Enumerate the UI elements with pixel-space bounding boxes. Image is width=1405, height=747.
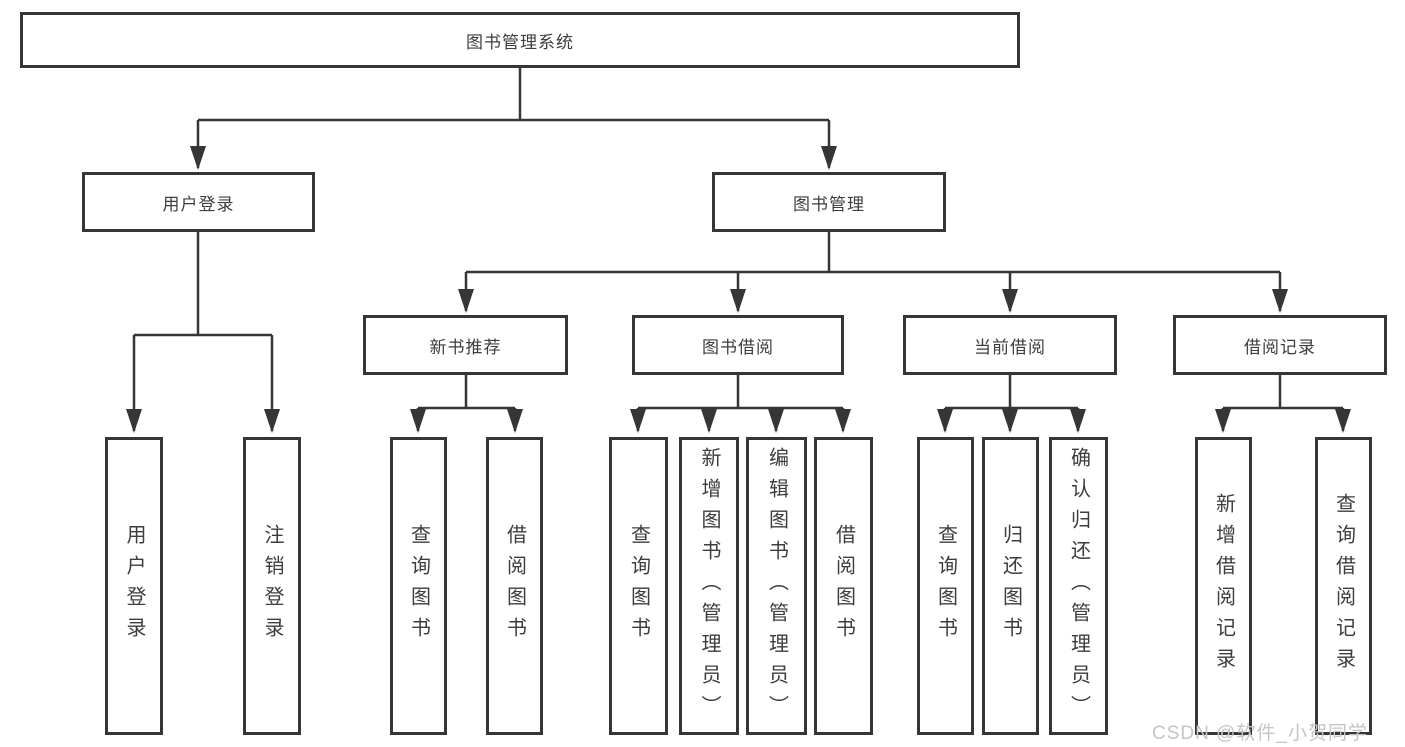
leaf-user-login: 用户登录 — [105, 437, 163, 735]
node-label: 查询图书 — [934, 524, 957, 648]
leaf-query-borrow-record: 查询借阅记录 — [1315, 437, 1372, 735]
leaf-add-borrow-record: 新增借阅记录 — [1195, 437, 1252, 735]
leaf-query-books-borrow: 查询图书 — [609, 437, 668, 735]
node-label: 新增借阅记录 — [1212, 493, 1235, 679]
node-label: 图书管理 — [793, 194, 865, 214]
leaf-return-books: 归还图书 — [982, 437, 1039, 735]
node-label: 当前借阅 — [974, 337, 1046, 357]
node-borrowing-records: 借阅记录 — [1173, 315, 1387, 375]
leaf-confirm-return-admin: 确认归还（管理员） — [1049, 437, 1108, 735]
leaf-edit-books-admin: 编辑图书（管理员） — [746, 437, 807, 735]
node-book-management: 图书管理 — [712, 172, 946, 232]
node-current-borrowing: 当前借阅 — [903, 315, 1117, 375]
node-label: 用户登录 — [162, 194, 235, 214]
node-label: 新书推荐 — [429, 337, 502, 357]
csdn-watermark: CSDN @软件_小贺同学 — [1152, 723, 1368, 744]
node-label: 归还图书 — [999, 524, 1022, 648]
node-label: 图书管理系统 — [466, 32, 574, 52]
leaf-logout: 注销登录 — [243, 437, 301, 735]
node-new-book-recommend: 新书推荐 — [363, 315, 568, 375]
node-label: 注销登录 — [261, 524, 283, 648]
node-label: 借阅图书 — [832, 524, 855, 648]
node-label: 查询借阅记录 — [1332, 493, 1355, 679]
leaf-query-books-current: 查询图书 — [917, 437, 974, 735]
leaf-borrow-books-recommend: 借阅图书 — [486, 437, 543, 735]
node-label: 编辑图书（管理员） — [765, 446, 788, 726]
node-label: 查询图书 — [407, 524, 430, 648]
node-label: 用户登录 — [123, 524, 145, 648]
node-label: 图书借阅 — [702, 337, 774, 357]
leaf-query-books-recommend: 查询图书 — [390, 437, 447, 735]
node-label: 借阅图书 — [503, 524, 526, 648]
node-label: 借阅记录 — [1244, 337, 1316, 357]
leaf-add-books-admin: 新增图书（管理员） — [679, 437, 739, 735]
leaf-borrow-books: 借阅图书 — [814, 437, 873, 735]
node-system-root: 图书管理系统 — [20, 12, 1020, 68]
node-book-borrowing: 图书借阅 — [632, 315, 844, 375]
node-label: 新增图书（管理员） — [698, 446, 720, 726]
node-label: 查询图书 — [627, 524, 650, 648]
node-user-login: 用户登录 — [82, 172, 315, 232]
node-label: 确认归还（管理员） — [1067, 446, 1090, 726]
